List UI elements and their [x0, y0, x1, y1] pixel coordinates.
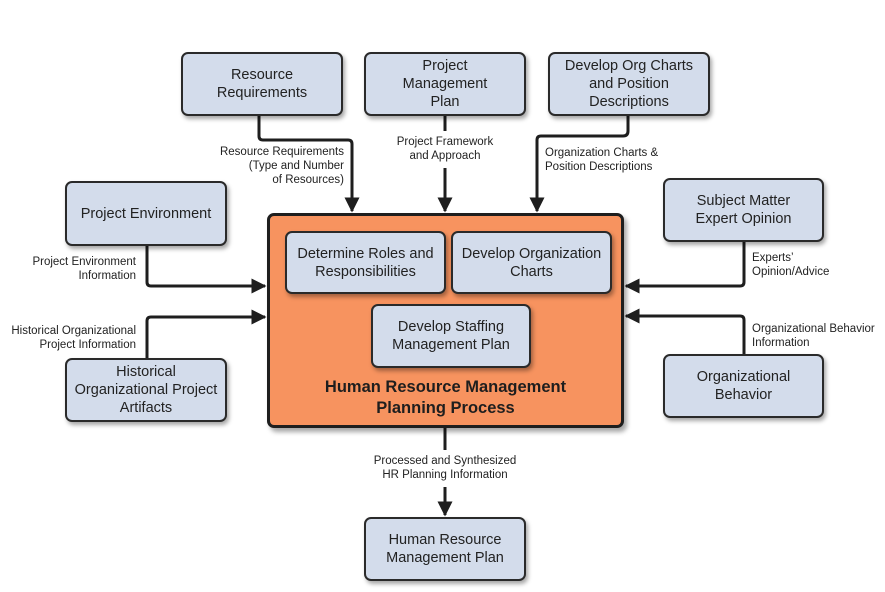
node-label: Develop Org Charts and Position Descript…	[564, 58, 694, 110]
process-step-roles: Determine Roles and Responsibilities	[285, 231, 446, 294]
flow-label-experts: Experts’ Opinion/Advice	[752, 252, 830, 278]
node-resource-requirements: Resource Requirements	[181, 52, 343, 116]
node-project-management-plan: Project Management Plan	[364, 52, 526, 116]
arrow-historical-artifacts	[145, 309, 267, 358]
arrow-resource-requirements	[257, 116, 360, 213]
arrow-project-environment	[145, 246, 267, 294]
node-label: Subject Matter Expert Opinion	[695, 193, 792, 227]
flow-label-project-framework: Project Framework and Approach	[396, 136, 494, 162]
process-title: Human Resource Management Planning Proce…	[324, 378, 567, 417]
arrow-develop-org-charts	[529, 116, 630, 213]
flow-label-project-environment: Project Environment Information	[32, 256, 136, 282]
flow-label-org-behavior: Organizational Behavior Information	[752, 323, 875, 349]
node-label: Human Resource Management Plan	[386, 532, 504, 566]
node-hr-management-plan: Human Resource Management Plan	[364, 517, 526, 581]
process-step-org-charts: Develop Organization Charts	[451, 231, 612, 294]
flow-label-resource-requirements: Resource Requirements (Type and Number o…	[219, 146, 344, 186]
process-step-staffing: Develop Staffing Management Plan	[371, 304, 531, 368]
node-historical-artifacts: Historical Organizational Project Artifa…	[65, 358, 227, 422]
flow-label-historical: Historical Organizational Project Inform…	[11, 325, 136, 351]
flow-label-output: Processed and Synthesized HR Planning In…	[373, 455, 517, 481]
node-label: Organizational Behavior	[696, 369, 791, 403]
arrow-organizational-behavior	[624, 308, 746, 354]
node-label: Project Management Plan	[402, 58, 488, 110]
node-project-environment: Project Environment	[65, 181, 227, 246]
arrow-subject-matter-expert	[624, 242, 746, 294]
step-label: Develop Staffing Management Plan	[392, 319, 510, 353]
node-label: Resource Requirements	[216, 67, 308, 101]
node-organizational-behavior: Organizational Behavior	[663, 354, 824, 418]
node-subject-matter-expert: Subject Matter Expert Opinion	[663, 178, 824, 242]
step-label: Determine Roles and Responsibilities	[297, 245, 434, 280]
node-label: Historical Organizational Project Artifa…	[74, 364, 218, 416]
flow-label-org-charts: Organization Charts & Position Descripti…	[545, 147, 659, 173]
step-label: Develop Organization Charts	[461, 245, 602, 280]
node-label: Project Environment	[80, 205, 212, 222]
node-develop-org-charts: Develop Org Charts and Position Descript…	[548, 52, 710, 116]
